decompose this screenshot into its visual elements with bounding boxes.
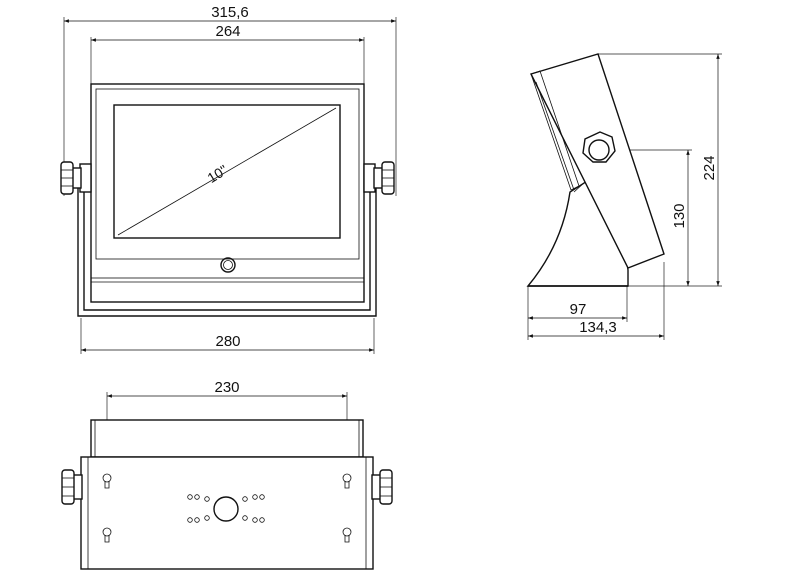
bottom-view: 230 [61,379,393,570]
power-button-icon [220,257,236,273]
dim-side-base-depth: 97 [570,301,587,318]
bottom-left-knob-icon [61,469,83,505]
dim-side-total-height: 224 [701,155,718,180]
dim-front-total-width: 315,6 [211,4,249,21]
front-bracket [77,175,377,317]
center-mount-hole-icon [213,496,239,522]
keyhole-slot-icon [342,473,352,489]
left-knob-icon [60,161,92,195]
dim-bottom-hole-spacing: 230 [214,379,239,396]
dim-front-frame-width: 264 [215,23,240,40]
front-view: 315,6 264 280 10" [60,4,397,354]
keyhole-slot-icon [102,473,112,489]
dim-side-total-depth: 134,3 [579,319,617,336]
side-pivot-knob-icon [582,131,616,163]
dim-side-pivot-height: 130 [671,203,688,228]
vesa-holes-icon [187,494,265,523]
bottom-right-knob-icon [371,469,393,505]
dim-front-base-width: 280 [215,333,240,350]
front-housing [90,83,365,303]
keyhole-slot-icon [342,527,352,543]
screen-diagonal-line [117,107,337,236]
keyhole-slot-icon [102,527,112,543]
front-screen [113,104,341,239]
bottom-housing-strip [90,419,364,458]
bottom-bracket-plate [80,456,374,570]
right-knob-icon [363,161,395,195]
side-view: 224 130 97 134,3 [526,53,722,340]
